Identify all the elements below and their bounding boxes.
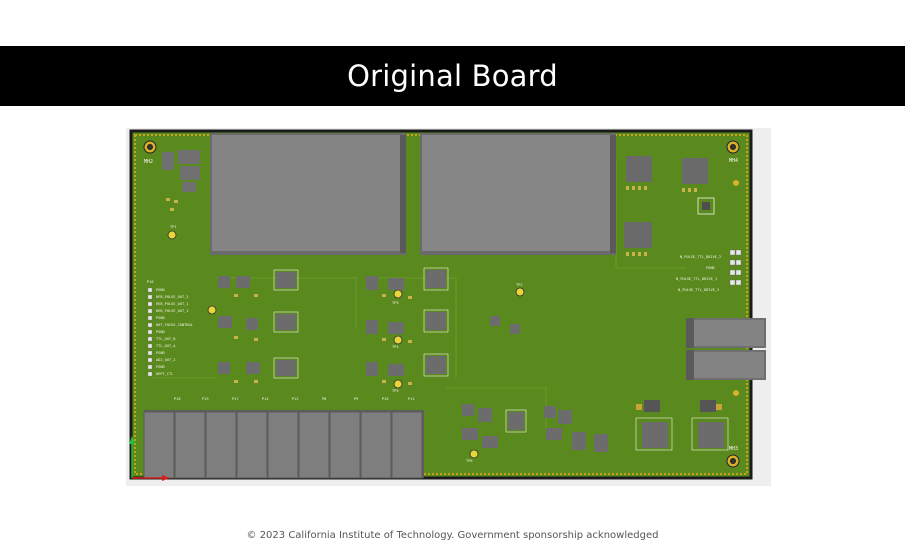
net-label: N_PULSE_TTL_DRIVE_1	[676, 277, 717, 281]
slide-title: Original Board	[347, 59, 558, 93]
net-label: PGND	[156, 316, 165, 320]
net-label: PGND	[156, 351, 165, 355]
connector-label: P16	[382, 397, 389, 401]
connector-label: P19	[202, 397, 209, 401]
net-label: TTL_OUT_B	[156, 337, 175, 341]
right-connector-upper	[686, 318, 766, 348]
net-label: HEB_PULSE_OUT_1	[156, 302, 188, 306]
net-label: TTL_OUT_A	[156, 344, 176, 348]
testpoint-label: TP3	[392, 301, 399, 305]
power-module-left	[210, 133, 406, 255]
net-label: HEB_PULSE_OUT_2	[156, 295, 188, 299]
voltage-regulator-right	[691, 400, 729, 451]
net-label: PGND	[156, 330, 165, 334]
testpoint-label: TP1	[170, 225, 177, 229]
net-label: AD2_OUT_2	[156, 358, 175, 362]
connector-label: P8	[322, 397, 326, 401]
net-label: HEB_PULSE_OUT_1	[156, 309, 188, 313]
connector-label-p10: P10	[147, 280, 154, 284]
net-label: HOT_FOCUS_CONTROL	[156, 323, 193, 327]
net-label: HEPT_CTL	[156, 372, 173, 376]
net-label: PGND	[156, 288, 165, 292]
connector-label: P18	[174, 397, 181, 401]
label-mh4: MH4	[729, 158, 738, 164]
voltage-regulator-left	[635, 400, 673, 451]
testpoint-label: TP2	[516, 283, 523, 287]
net-label: N_PULSE_TTL_DRIVE_2	[678, 288, 719, 292]
label-mh2: MH2	[144, 159, 153, 165]
testpoint-label: TP6	[466, 459, 473, 463]
connector-label: P14	[262, 397, 269, 401]
right-connector-lower	[686, 350, 766, 380]
connector-label: P12	[292, 397, 299, 401]
connector-label: P9	[354, 397, 358, 401]
mounting-hole-icon	[143, 140, 740, 468]
bottom-connector-bank	[143, 410, 424, 479]
axis-triad-icon	[129, 436, 170, 481]
pcb-board-render: MH2 MH4 MH3 N_PULSE_TTL_DRIVE_2 PGND	[126, 128, 771, 486]
title-bar: Original Board	[0, 46, 905, 106]
net-label: PGND	[156, 365, 165, 369]
connector-label: P17	[232, 397, 239, 401]
power-module-right	[420, 133, 616, 255]
label-mh3: MH3	[729, 446, 738, 452]
testpoint-label: TP4	[392, 345, 399, 349]
net-label: N_PULSE_TTL_DRIVE_2	[680, 255, 721, 259]
copyright-footer: © 2023 California Institute of Technolog…	[246, 530, 659, 541]
connector-label: P11	[408, 397, 415, 401]
net-label: PGND	[706, 266, 715, 270]
testpoint-label: TP5	[392, 389, 399, 393]
